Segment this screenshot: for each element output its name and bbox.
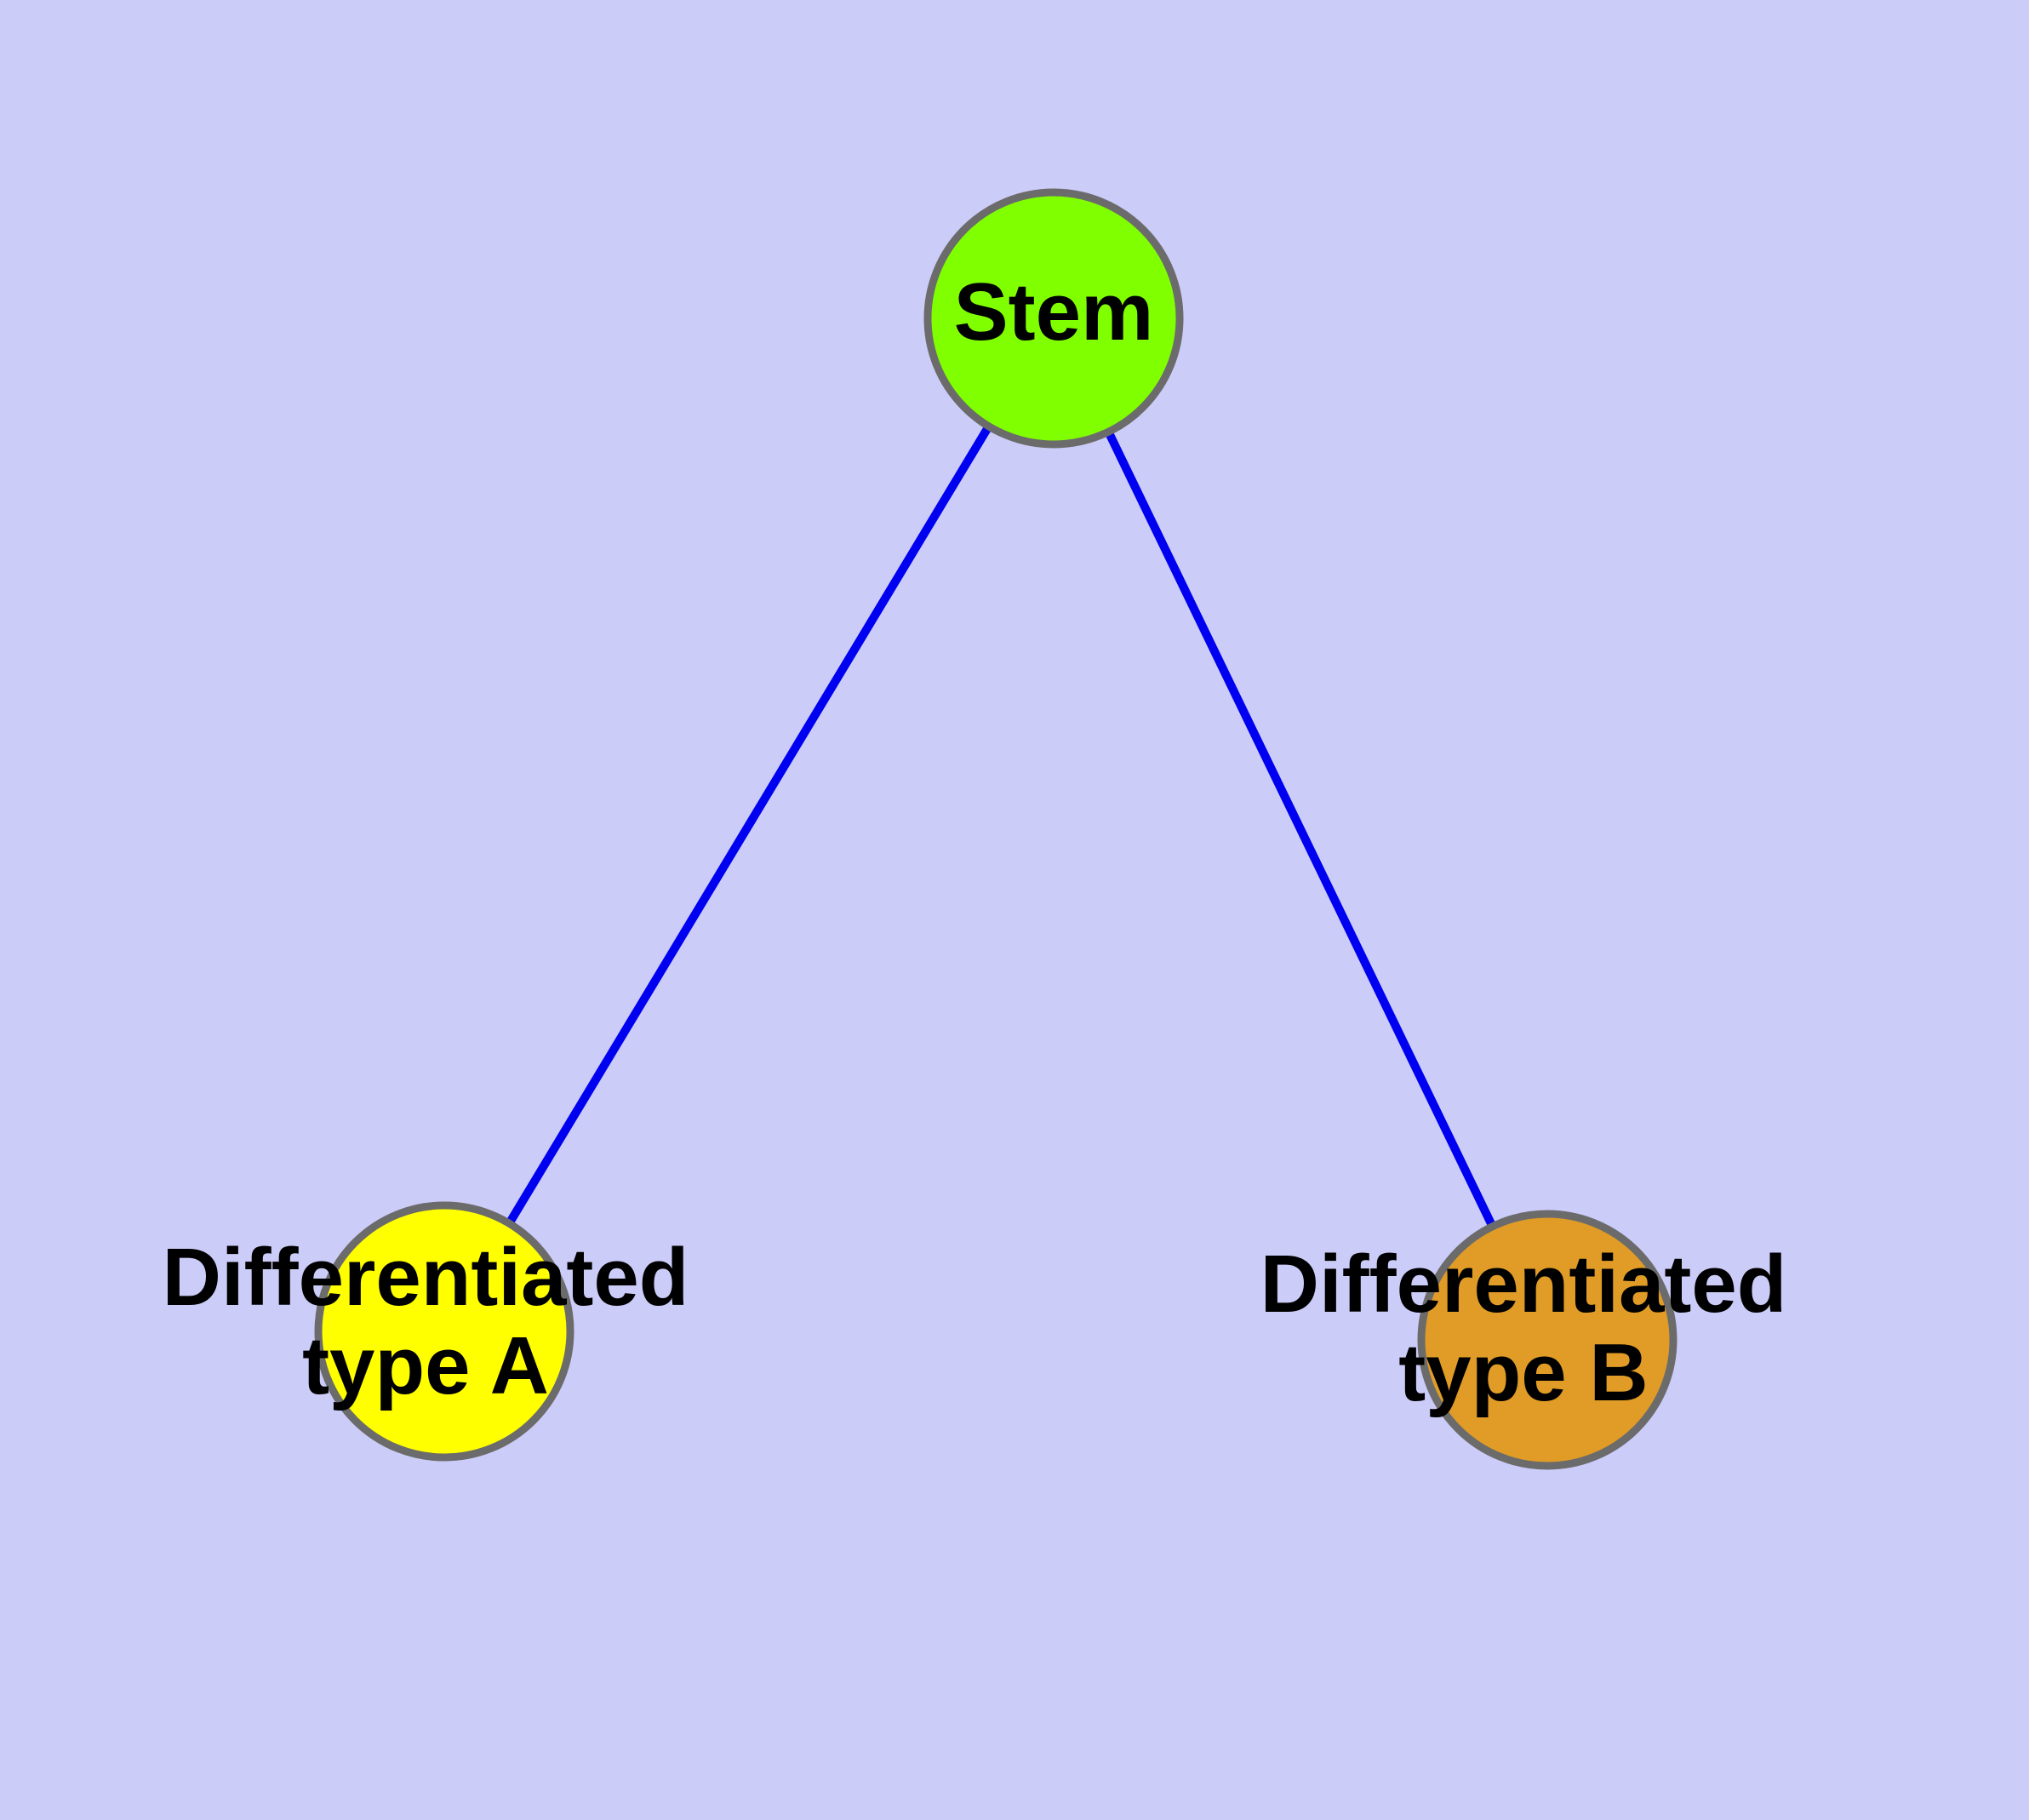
edge-layer	[440, 316, 1552, 1342]
node-label-line: Differentiated	[163, 1233, 689, 1324]
node-diff-a[interactable]	[314, 1201, 574, 1462]
node-label-line: Differentiated	[1260, 1239, 1787, 1331]
edge-stem-to-diff-b	[1049, 316, 1552, 1342]
node-label-stem: Stem	[954, 266, 1154, 358]
node-label-line: type B	[1398, 1327, 1648, 1418]
node-stem[interactable]	[923, 188, 1184, 449]
node-layer	[314, 188, 1677, 1470]
edge-stem-to-diff-a	[440, 316, 1058, 1334]
node-label-line: Stem	[954, 266, 1154, 358]
node-label-line: type A	[302, 1320, 549, 1411]
node-diff-b[interactable]	[1417, 1210, 1677, 1470]
